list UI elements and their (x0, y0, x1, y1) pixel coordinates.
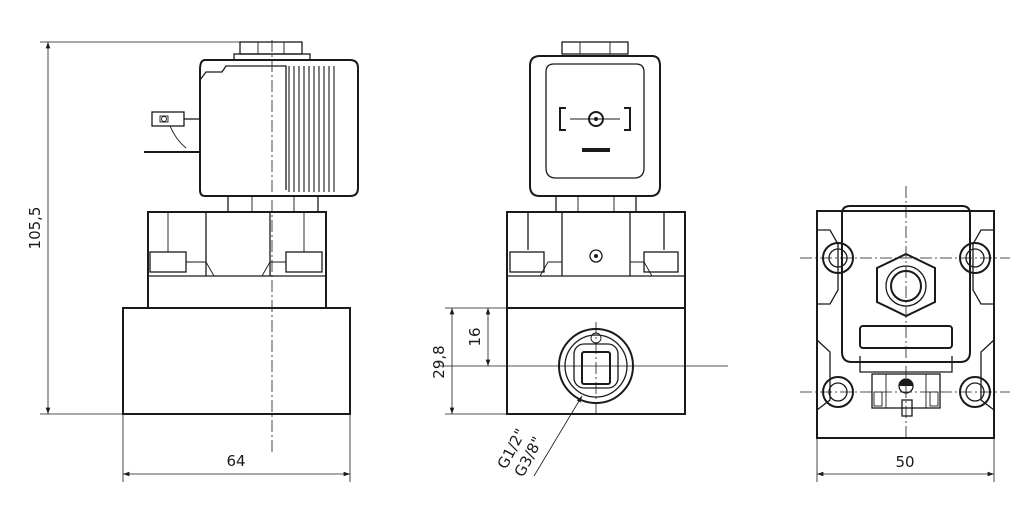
valve-bonnet (147, 211, 327, 309)
top-nut (239, 41, 303, 55)
plan-coil-outline (841, 205, 971, 363)
ground-pin (582, 148, 610, 152)
connector-tab (144, 111, 200, 153)
coil-housing (199, 59, 359, 197)
dimension-width-side-label: 64 (226, 452, 245, 470)
coil-ribs (288, 66, 335, 192)
pin-right (624, 107, 631, 131)
dimension-port-offset-label: 16 (466, 327, 484, 346)
pin-left (559, 107, 566, 131)
connector-face (545, 63, 645, 179)
plan-view: 50 (800, 186, 1010, 482)
front-view: 29,8 16 G1/2" G3/8" (430, 41, 728, 480)
side-view: 105,5 (26, 40, 359, 482)
front-top-nut (561, 41, 629, 55)
dimension-height-label: 105,5 (26, 207, 44, 250)
thread-leader-line (533, 395, 583, 477)
armature-tube (227, 195, 319, 213)
valve-body (122, 307, 351, 415)
front-valve-bonnet (506, 211, 686, 309)
dimension-width-bottom-label: 50 (895, 453, 914, 471)
front-coil-housing (529, 55, 661, 197)
dimension-port-height-label: 29,8 (430, 345, 448, 378)
